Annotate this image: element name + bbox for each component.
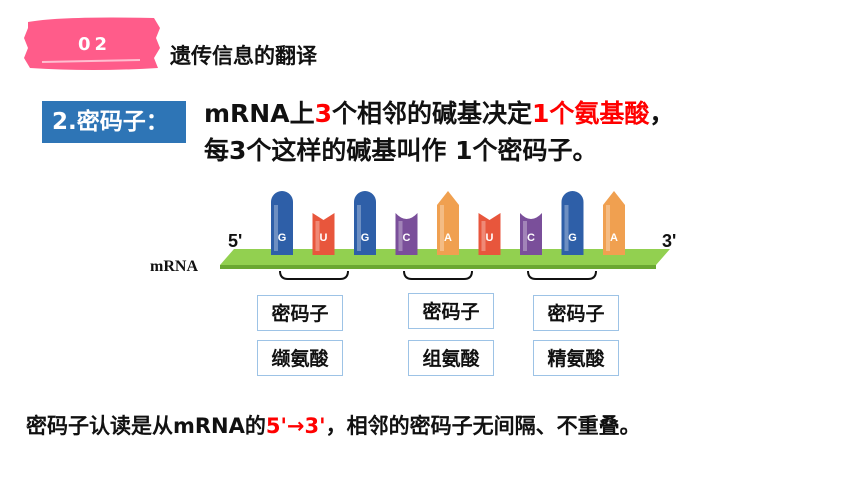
- base-letter: G: [361, 232, 370, 244]
- base-letter: C: [403, 232, 411, 244]
- def-text-a: mRNA上: [204, 99, 315, 128]
- base-letter: C: [527, 232, 535, 244]
- codon-bracket-2: [403, 270, 473, 280]
- end-5-label: 5': [228, 231, 242, 251]
- base-letter: A: [610, 232, 618, 244]
- amino-acid-box-1: 缬氨酸: [257, 340, 343, 376]
- base-letter: G: [568, 232, 577, 244]
- base-G-1: G: [271, 191, 293, 255]
- amino-acid-box-3: 精氨酸: [533, 340, 619, 376]
- mrna-diagram: G U G C A U C G A 5' 3' mRNA 密码子 缬氨酸 密码子 组氨酸 密码子…: [140, 185, 700, 385]
- base-G-3: G: [354, 191, 376, 255]
- base-A-9: A: [603, 191, 625, 255]
- codon-bracket-1: [279, 270, 349, 280]
- section-title: 遗传信息的翻译: [170, 44, 317, 68]
- base-letter: A: [444, 232, 452, 244]
- amino-acid-box-2: 组氨酸: [408, 340, 494, 376]
- def-highlight-3: 3: [314, 99, 332, 128]
- mrna-strand-edge: [220, 265, 656, 269]
- section-badge: [24, 17, 160, 70]
- codon-label-box: 2.密码子：: [42, 101, 186, 143]
- def-highlight-amino: 1个氨基酸: [532, 99, 650, 128]
- note-text-c: ，相邻的密码子无间隔、不重叠。: [325, 414, 641, 438]
- reading-direction-note: 密码子认读是从mRNA的5'→3'，相邻的密码子无间隔、不重叠。: [26, 410, 641, 440]
- def-text-e: ，: [649, 99, 675, 128]
- base-letter: G: [278, 232, 287, 244]
- definition-line-1: mRNA上3个相邻的碱基决定1个氨基酸，: [204, 94, 674, 130]
- base-C-4: C: [395, 213, 418, 255]
- base-C-7: C: [520, 213, 542, 255]
- section-number: 02: [78, 34, 112, 55]
- end-3-label: 3': [662, 231, 676, 251]
- note-direction: 5'→3': [265, 414, 326, 438]
- base-G-8: G: [561, 191, 584, 255]
- mrna-strand-svg: G U G C A U C G A 5' 3' mRNA: [150, 191, 676, 280]
- codon-bracket-3: [527, 270, 597, 280]
- codon-box-3: 密码子: [533, 295, 619, 331]
- base-U-2: U: [312, 213, 335, 255]
- codon-box-1: 密码子: [257, 295, 343, 331]
- base-A-5: A: [437, 191, 459, 255]
- mrna-label: mRNA: [150, 258, 198, 275]
- base-U-6: U: [478, 213, 501, 255]
- def-text-c: 个相邻的碱基决定: [331, 99, 532, 128]
- base-letter: U: [320, 232, 328, 244]
- note-text-a: 密码子认读是从mRNA的: [26, 414, 266, 438]
- base-letter: U: [486, 232, 494, 244]
- definition-line-2: 每3个这样的碱基叫作 1个密码子。: [204, 136, 598, 165]
- codon-box-2: 密码子: [408, 293, 494, 329]
